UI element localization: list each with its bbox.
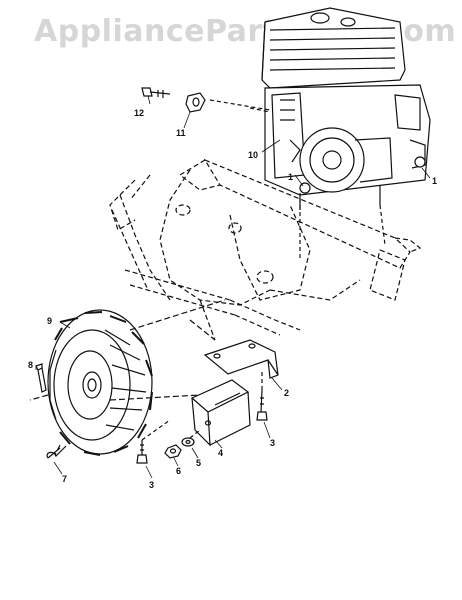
part-7-hairpin [46, 445, 67, 459]
callout-6: 6 [176, 466, 181, 476]
part-3-bolt-left [136, 440, 148, 464]
part-2-bracket [203, 339, 279, 379]
callout-7: 7 [62, 474, 67, 484]
part-8-pin [35, 363, 47, 393]
engine [261, 7, 431, 210]
callout-8: 8 [28, 360, 33, 370]
callout-10: 10 [248, 150, 258, 160]
part-5-washer [181, 437, 195, 447]
part-12-bolt [141, 87, 171, 98]
callout-11: 11 [176, 128, 186, 138]
callout-12: 12 [134, 108, 144, 118]
callout-9: 9 [47, 316, 52, 326]
part-11-clip [185, 92, 206, 113]
bolt-leaders [141, 370, 263, 441]
part-6-nut [164, 444, 182, 459]
part-4-weight [190, 379, 251, 447]
wheel-assembly [47, 309, 153, 456]
callout-1-engine-left: 1 [288, 172, 293, 182]
callout-3-right: 3 [270, 438, 275, 448]
callout-5: 5 [196, 458, 201, 468]
callout-3-left: 3 [149, 480, 154, 490]
part-3-bolt-right [256, 389, 268, 421]
tiller-frame [109, 158, 422, 341]
callout-2: 2 [284, 388, 289, 398]
callout-labels: 12 11 10 1 1 9 8 2 4 3 5 6 3 7 [28, 108, 437, 490]
callout-1-engine-right: 1 [432, 176, 437, 186]
engine-leaders [209, 99, 386, 260]
callout-leaders [35, 95, 431, 479]
callout-4: 4 [218, 448, 223, 458]
